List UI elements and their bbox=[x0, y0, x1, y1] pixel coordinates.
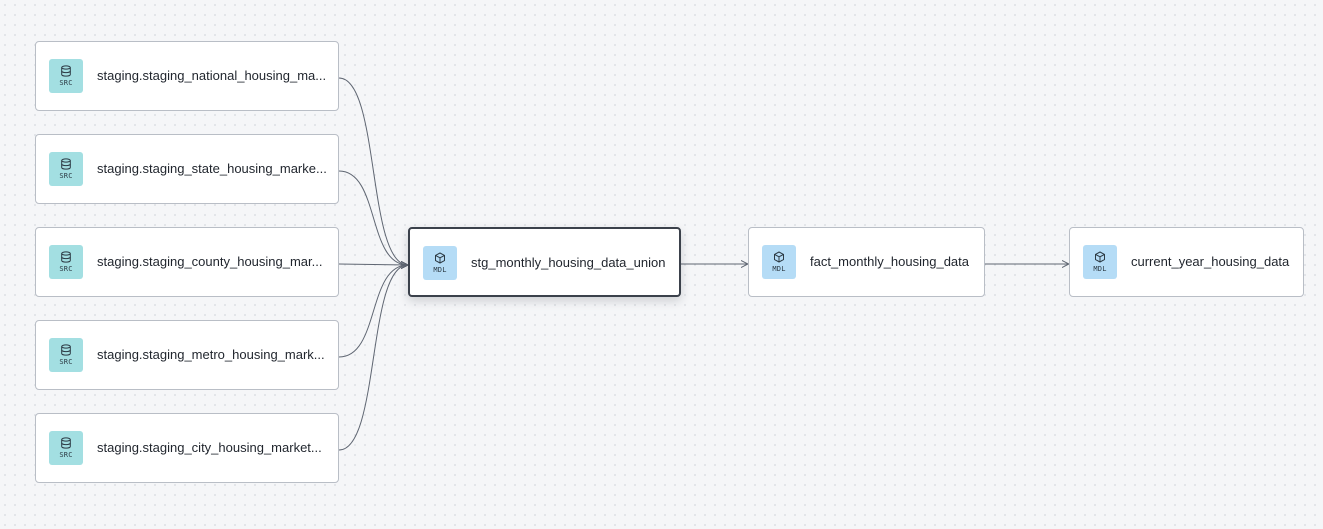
node-label: current_year_housing_data bbox=[1131, 254, 1290, 269]
model-badge: MDL bbox=[762, 245, 796, 279]
node-kind-label: SRC bbox=[59, 451, 73, 459]
database-icon bbox=[61, 251, 71, 263]
source-badge: SRC bbox=[49, 431, 83, 465]
source-badge: SRC bbox=[49, 338, 83, 372]
database-icon bbox=[61, 437, 71, 449]
model-node-current-year[interactable]: MDL current_year_housing_data bbox=[1069, 227, 1304, 297]
edge-state-to-union bbox=[338, 170, 408, 265]
database-icon bbox=[61, 158, 71, 170]
node-kind-label: SRC bbox=[59, 265, 73, 273]
source-node-metro[interactable]: SRC staging.staging_metro_housing_mark..… bbox=[35, 320, 339, 390]
source-badge: SRC bbox=[49, 245, 83, 279]
model-badge: MDL bbox=[423, 246, 457, 280]
node-label: stg_monthly_housing_data_union bbox=[471, 255, 666, 270]
source-node-county[interactable]: SRC staging.staging_county_housing_mar..… bbox=[35, 227, 339, 297]
model-node-stg-monthly-union[interactable]: MDL stg_monthly_housing_data_union bbox=[408, 227, 681, 297]
cube-icon bbox=[435, 252, 445, 264]
node-label: staging.staging_national_housing_ma... bbox=[97, 68, 327, 83]
edge-national-to-union bbox=[338, 77, 408, 265]
node-label: staging.staging_metro_housing_mark... bbox=[97, 347, 325, 362]
database-icon bbox=[61, 344, 71, 356]
node-kind-label: SRC bbox=[59, 358, 73, 366]
edge-county-to-union bbox=[338, 264, 408, 265]
source-node-city[interactable]: SRC staging.staging_city_housing_market.… bbox=[35, 413, 339, 483]
model-badge: MDL bbox=[1083, 245, 1117, 279]
model-node-fact-monthly[interactable]: MDL fact_monthly_housing_data bbox=[748, 227, 985, 297]
source-badge: SRC bbox=[49, 59, 83, 93]
node-kind-label: MDL bbox=[1093, 265, 1107, 273]
cube-icon bbox=[1095, 251, 1105, 263]
node-label: staging.staging_city_housing_market... bbox=[97, 440, 322, 455]
database-icon bbox=[61, 65, 71, 77]
node-kind-label: MDL bbox=[433, 266, 447, 274]
node-label: fact_monthly_housing_data bbox=[810, 254, 970, 269]
node-kind-label: MDL bbox=[772, 265, 786, 273]
node-kind-label: SRC bbox=[59, 172, 73, 180]
source-node-national[interactable]: SRC staging.staging_national_housing_ma.… bbox=[35, 41, 339, 111]
cube-icon bbox=[774, 251, 784, 263]
node-label: staging.staging_county_housing_mar... bbox=[97, 254, 323, 269]
edge-metro-to-union bbox=[338, 265, 408, 358]
source-badge: SRC bbox=[49, 152, 83, 186]
edge-city-to-union bbox=[338, 265, 408, 451]
node-label: staging.staging_state_housing_marke... bbox=[97, 161, 327, 176]
node-kind-label: SRC bbox=[59, 79, 73, 87]
source-node-state[interactable]: SRC staging.staging_state_housing_marke.… bbox=[35, 134, 339, 204]
